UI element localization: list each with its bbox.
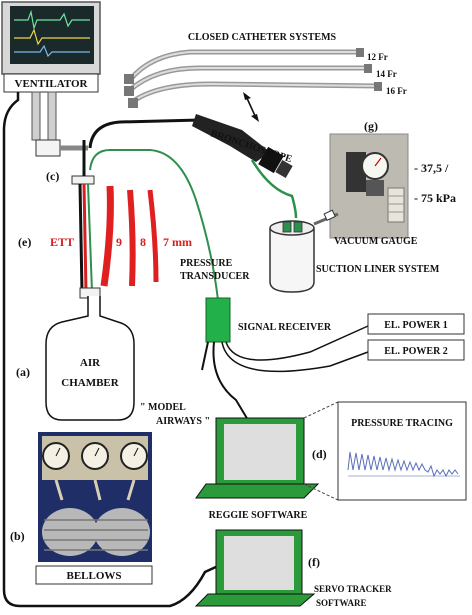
pressure-transducer-label-1: PRESSURE: [180, 258, 233, 269]
bellows: BELLOWS (b): [10, 432, 153, 585]
label-f: (f): [308, 555, 320, 569]
label-a: (a): [16, 365, 30, 379]
vacuum-gauge-label: VACUUM GAUGE: [334, 236, 418, 247]
el-power-1: EL. POWER 1: [367, 313, 465, 335]
ventilator-label: VENTILATOR: [15, 78, 89, 90]
bellows-label: BELLOWS: [66, 570, 121, 582]
pressure-line: [89, 149, 219, 301]
el-power-1-label: EL. POWER 1: [384, 320, 448, 331]
air-chamber: AIR CHAMBER (a) " MODEL AIRWAYS ": [16, 296, 210, 427]
catheter-12fr: 12 Fr: [367, 52, 388, 62]
catheter-16fr: 16 Fr: [386, 86, 407, 96]
ventilator: VENTILATOR: [1, 1, 101, 93]
el-power-2: EL. POWER 2: [367, 339, 465, 361]
air-chamber-label-2: CHAMBER: [61, 377, 120, 389]
label-e: (e): [18, 235, 31, 249]
ett-sizes: (e) ETT 9 8 7 mm: [18, 185, 192, 287]
ett-size-9: 9: [116, 235, 122, 249]
suction-liner: SUCTION LINER SYSTEM: [269, 220, 440, 293]
pressure-transducer-label-2: TRANSDUCER: [180, 271, 250, 282]
bronchoscope-label: BRONCHOSCOPE: [209, 128, 294, 165]
pressure-tracing-panel: PRESSURE TRACING: [337, 401, 467, 501]
double-arrow-icon: [243, 92, 259, 122]
signal-receiver: SIGNAL RECEIVER: [205, 297, 332, 343]
air-chamber-label-1: AIR: [80, 357, 101, 369]
kpa-value-2: - 75 kPa: [414, 191, 456, 205]
label-b: (b): [10, 529, 25, 543]
suction-liner-label: SUCTION LINER SYSTEM: [316, 264, 440, 275]
label-d: (d): [312, 447, 327, 461]
servo-tracker-label-2: SOFTWARE: [316, 598, 367, 608]
model-airways-label-1: " MODEL: [140, 402, 186, 413]
ett-size-8: 8: [140, 235, 146, 249]
ventilator-tubing: [31, 91, 88, 157]
pressure-tracing-title: PRESSURE TRACING: [351, 418, 453, 429]
closed-catheter-title: CLOSED CATHETER SYSTEMS: [188, 32, 337, 43]
label-g: (g): [364, 119, 378, 133]
closed-catheter-systems: CLOSED CATHETER SYSTEMS 12 Fr 14 Fr 16 F…: [124, 32, 407, 108]
ett-label: ETT: [50, 235, 74, 249]
kpa-value-1: - 37,5 /: [414, 161, 449, 175]
model-airways-label-2: AIRWAYS ": [156, 416, 210, 427]
reggie-laptop: REGGIE SOFTWARE (d): [195, 417, 327, 521]
bronchoscope: BRONCHOSCOPE: [88, 114, 298, 219]
servo-tracker-label-1: SERVO TRACKER: [314, 584, 392, 594]
reggie-software-label: REGGIE SOFTWARE: [209, 510, 308, 521]
vacuum-gauge: (g) - 37,5 / - 75 kPa VACUUM GAUGE: [329, 119, 456, 247]
label-c: (c): [46, 169, 59, 183]
ventilator-loop-cable: [2, 92, 219, 608]
signal-receiver-label: SIGNAL RECEIVER: [238, 322, 332, 333]
ett-size-7mm: 7 mm: [163, 235, 192, 249]
el-power-2-label: EL. POWER 2: [384, 346, 448, 357]
servo-laptop: (f) SERVO TRACKER SOFTWARE: [194, 529, 392, 608]
catheter-14fr: 14 Fr: [376, 69, 397, 79]
